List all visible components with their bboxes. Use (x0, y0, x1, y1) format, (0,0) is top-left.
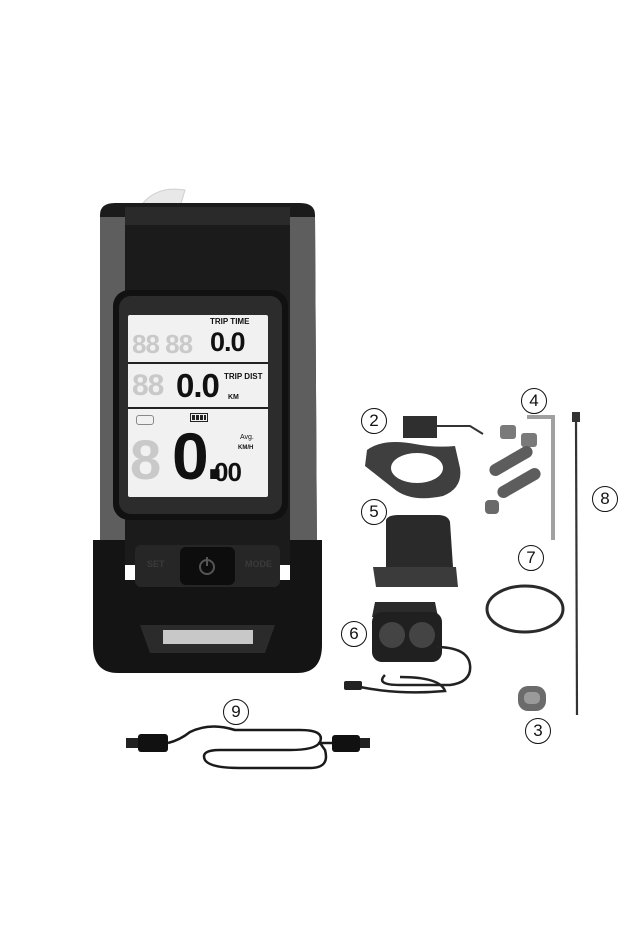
speed-sensor (373, 515, 458, 587)
callout-2: 2 (361, 408, 387, 434)
bike-icon (136, 415, 154, 425)
callout-7: 7 (518, 545, 544, 571)
avg-label: Avg. (240, 434, 254, 441)
callout-8: 8 (592, 486, 618, 512)
lcd-ghost-segments-3: 8 (130, 428, 162, 491)
callout-9: 9 (223, 699, 249, 725)
trip-dist-label: TRIP DIST (224, 372, 263, 381)
handlebar-mount (365, 416, 484, 499)
callout-3: 3 (525, 718, 551, 744)
speed-value: 0. (172, 419, 224, 493)
lcd-screen: 88 88 TRIP TIME 0.0 88 0.0 TRIP DIST KM … (128, 315, 268, 497)
lcd-ghost-segments-1: 88 88 (132, 329, 193, 359)
trip-time-label: TRIP TIME (210, 317, 250, 326)
speed-decimal: 00 (214, 457, 242, 487)
callout-6: 6 (341, 621, 367, 647)
lcd-divider-2 (128, 407, 268, 409)
lcd-ghost-segments-2: 88 (132, 369, 164, 402)
trip-dist-value: 0.0 (176, 367, 220, 404)
set-button[interactable]: SET (147, 559, 165, 569)
speed-unit: KM/H (238, 445, 254, 451)
cable-tie (572, 412, 580, 716)
usb-cable (126, 725, 370, 770)
trip-time-value: 0.0 (210, 327, 246, 357)
callout-5: 5 (361, 499, 387, 525)
rubber-pad (518, 686, 546, 711)
callout-4: 4 (521, 388, 547, 414)
lcd-divider-1 (128, 362, 268, 364)
screws-and-hex-key (485, 415, 555, 540)
bike-computer: 88 88 TRIP TIME 0.0 88 0.0 TRIP DIST KM … (85, 185, 330, 685)
battery-icon (190, 413, 208, 422)
rubber-o-ring (485, 584, 565, 634)
dist-unit: KM (228, 394, 239, 401)
horn-speaker (344, 602, 472, 694)
mode-button[interactable]: MODE (245, 559, 272, 569)
